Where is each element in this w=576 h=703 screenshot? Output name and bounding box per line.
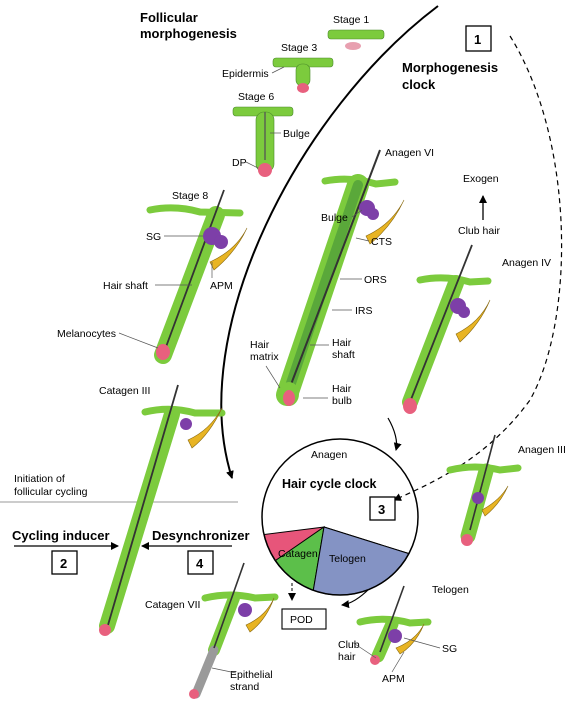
hair-matrix-label-1: Hair <box>250 339 270 351</box>
svg-text:2: 2 <box>60 556 67 571</box>
hair-shaft-label-s8: Hair shaft <box>103 280 148 292</box>
anagen4-follicle <box>403 245 490 414</box>
svg-text:1: 1 <box>474 32 481 47</box>
exogen-label: Exogen <box>463 173 499 185</box>
epithelial-strand-label-1: Epithelial <box>230 669 273 681</box>
pod-box: POD <box>282 609 326 629</box>
bulge-label-s6: Bulge <box>283 128 310 140</box>
initiation-label-1: Initiation of <box>14 473 65 485</box>
anagen3-follicle <box>450 435 518 546</box>
morpho-clock-line2: clock <box>402 77 436 92</box>
melanocytes-label: Melanocytes <box>57 328 116 340</box>
box-4: 4 <box>188 551 213 574</box>
catagen3-label: Catagen III <box>99 385 150 397</box>
epidermis-label: Epidermis <box>222 68 269 80</box>
cycling-inducer-label: Cycling inducer <box>12 528 110 543</box>
box-3: 3 <box>370 497 395 520</box>
catagen7-label: Catagen VII <box>145 599 200 611</box>
hair-shaft-label-a6-2: shaft <box>332 349 355 361</box>
catagen-label: Catagen <box>278 548 318 560</box>
stage6-label: Stage 6 <box>238 91 274 103</box>
hair-matrix-label-2: matrix <box>250 351 279 363</box>
hair-bulb-label-1: Hair <box>332 383 352 395</box>
dp-label: DP <box>232 157 247 169</box>
desynchronizer-label: Desynchronizer <box>152 528 250 543</box>
box-2: 2 <box>52 551 77 574</box>
apm-label-s8: APM <box>210 280 233 292</box>
svg-text:POD: POD <box>290 614 313 626</box>
telogen-follicle <box>360 586 428 665</box>
bulge-label-a6: Bulge <box>321 212 348 224</box>
svg-text:4: 4 <box>196 556 204 571</box>
irs-label: IRS <box>355 305 373 317</box>
stage1-label: Stage 1 <box>333 14 369 26</box>
stage3-follicle <box>273 58 333 93</box>
svg-text:3: 3 <box>378 502 385 517</box>
club-hair-label-a4: Club hair <box>458 225 501 237</box>
epithelial-strand-label-2: strand <box>230 681 259 693</box>
anagen6-label: Anagen VI <box>385 147 434 159</box>
anagen3-label: Anagen III <box>518 444 566 456</box>
box-1: 1 <box>466 26 491 51</box>
sg-label-telogen: SG <box>442 643 457 655</box>
ors-label: ORS <box>364 274 387 286</box>
telogen-label: Telogen <box>329 553 366 565</box>
stage8-label: Stage 8 <box>172 190 208 202</box>
follicular-title-line2: morphogenesis <box>140 26 237 41</box>
club-hair-label-t-2: hair <box>338 651 356 663</box>
apm-label-telogen: APM <box>382 673 405 685</box>
hair-shaft-label-a6-1: Hair <box>332 337 352 349</box>
anagen4-label: Anagen IV <box>502 257 551 269</box>
initiation-label-2: follicular cycling <box>14 486 88 498</box>
anagen-label: Anagen <box>311 449 347 461</box>
anagen-entry-arrow <box>388 418 397 450</box>
telogen-label-right: Telogen <box>432 584 469 596</box>
follicular-title-line1: Follicular <box>140 10 198 25</box>
cts-label: CTS <box>371 236 392 248</box>
hair-cycle-clock-title: Hair cycle clock <box>282 477 377 491</box>
stage8-follicle <box>150 190 247 360</box>
sg-label-s8: SG <box>146 231 161 243</box>
stage3-label: Stage 3 <box>281 42 317 54</box>
morpho-clock-line1: Morphogenesis <box>402 60 498 75</box>
stage1-follicle <box>328 30 384 50</box>
hair-bulb-label-2: bulb <box>332 395 352 407</box>
